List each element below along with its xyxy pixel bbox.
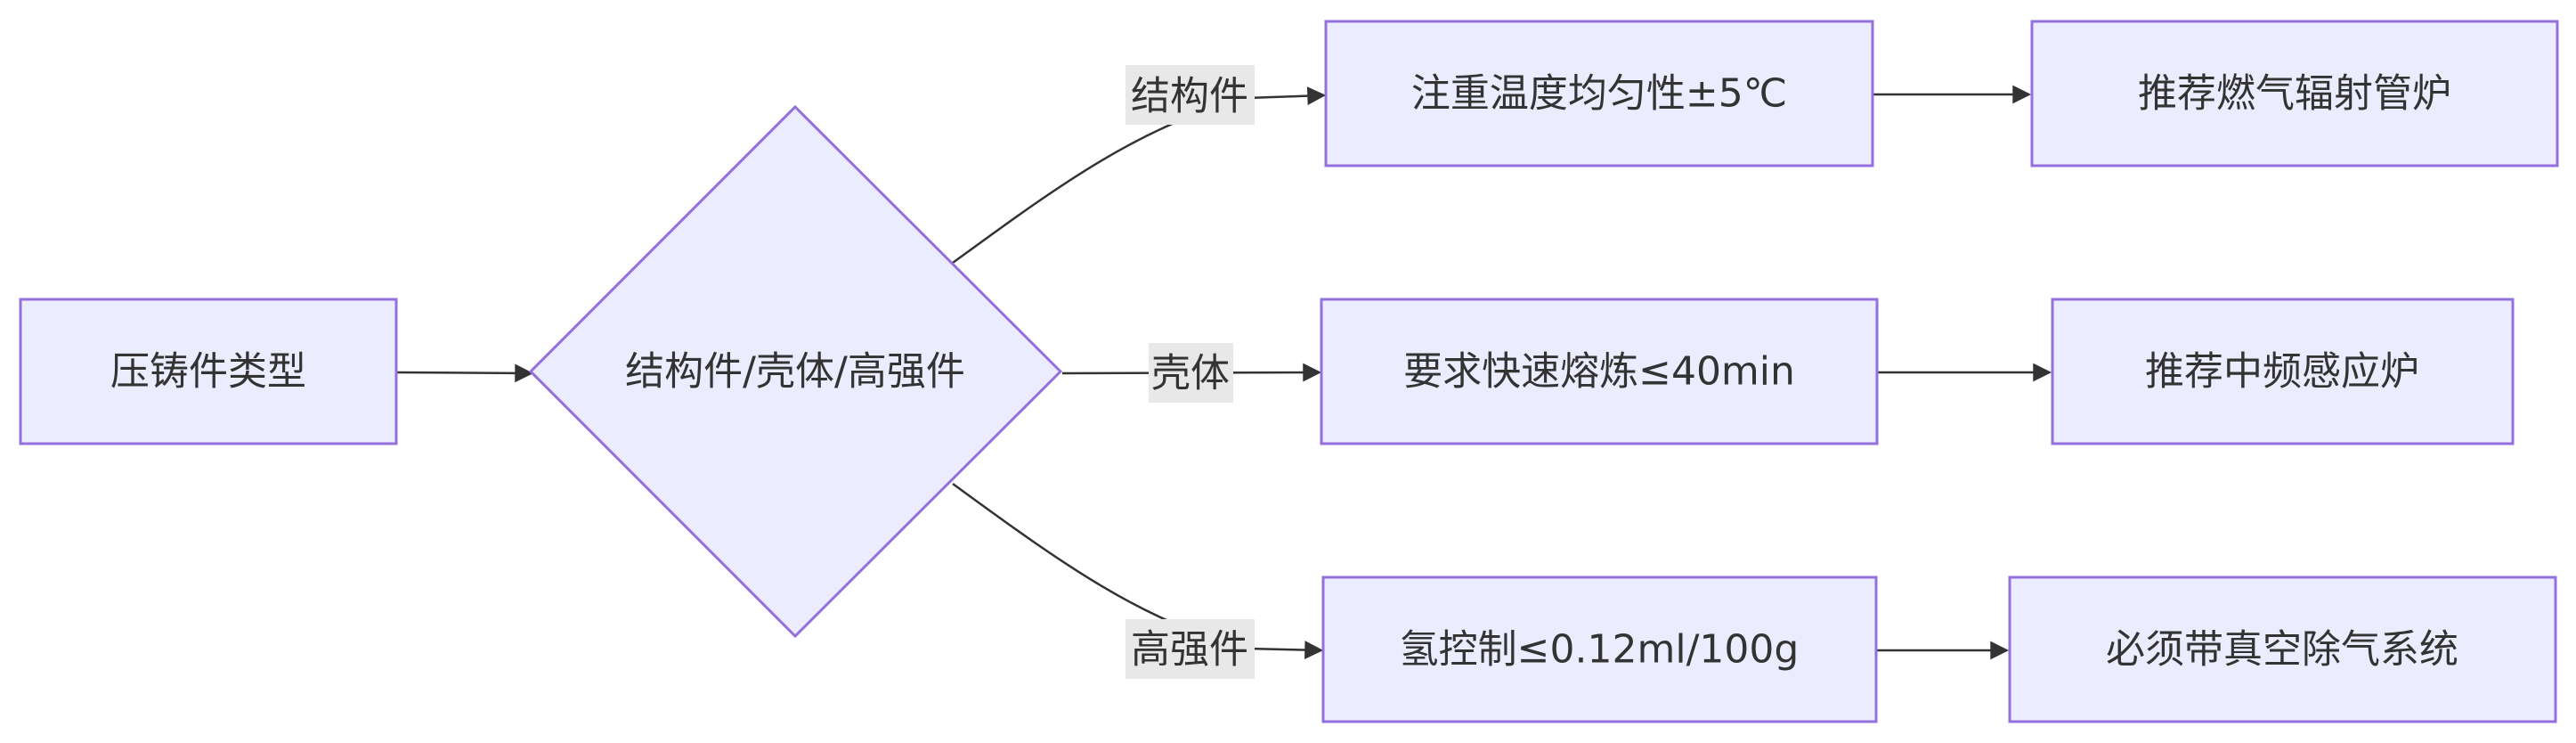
edge-label-shell-bg [1149, 343, 1233, 403]
node-induction-furnace: 推荐中频感应炉 [2051, 298, 2515, 445]
node-induction-furnace-box [2051, 298, 2515, 445]
node-temperature-uniformity: 注重温度均匀性±5℃ [1324, 20, 1874, 167]
node-gas-radiant-tube-furnace: 推荐燃气辐射管炉 [2030, 20, 2559, 167]
edge-label-high-strength-text: 高强件 [1131, 627, 1248, 673]
edge-label-structural-text: 结构件 [1131, 74, 1248, 119]
edge-start-to-decision [396, 363, 534, 383]
edge-label-shell: 壳体 [1149, 343, 1233, 403]
node-die-casting-type: 压铸件类型 [19, 298, 398, 445]
edge-label-structural-bg [1125, 65, 1255, 125]
node-hydrogen-control-label: 氢控制≤0.12ml/100g [1400, 627, 1800, 673]
node-die-casting-type-label: 压铸件类型 [110, 349, 306, 395]
node-gas-radiant-tube-furnace-box [2030, 20, 2559, 167]
node-fast-melting-label: 要求快速熔炼≤40min [1403, 349, 1795, 395]
node-vacuum-degassing: 必须带真空除气系统 [2008, 576, 2557, 723]
node-hydrogen-control: 氢控制≤0.12ml/100g [1321, 576, 1878, 723]
node-gas-radiant-tube-furnace-label: 推荐燃气辐射管炉 [2138, 71, 2451, 117]
node-temperature-uniformity-label: 注重温度均匀性±5℃ [1411, 71, 1787, 117]
node-fast-melting: 要求快速熔炼≤40min [1320, 298, 1879, 445]
node-vacuum-degassing-label: 必须带真空除气系统 [2106, 627, 2458, 673]
node-hydrogen-control-box [1321, 576, 1878, 723]
node-die-casting-type-box [19, 298, 398, 445]
edge-label-high-strength-bg [1125, 619, 1255, 679]
node-fast-melting-box [1320, 298, 1879, 445]
edge-label-shell-text: 壳体 [1151, 351, 1230, 396]
decision-part-kind-label: 结构件/壳体/高强件 [625, 349, 965, 395]
node-temperature-uniformity-box [1324, 20, 1874, 167]
decision-part-kind-diamond [528, 104, 1063, 639]
node-vacuum-degassing-box [2008, 576, 2557, 723]
decision-part-kind: 结构件/壳体/高强件 [528, 104, 1063, 639]
edge-label-structural: 结构件 [1125, 65, 1255, 125]
node-induction-furnace-label: 推荐中频感应炉 [2145, 349, 2419, 395]
edge-label-high-strength: 高强件 [1125, 619, 1255, 679]
